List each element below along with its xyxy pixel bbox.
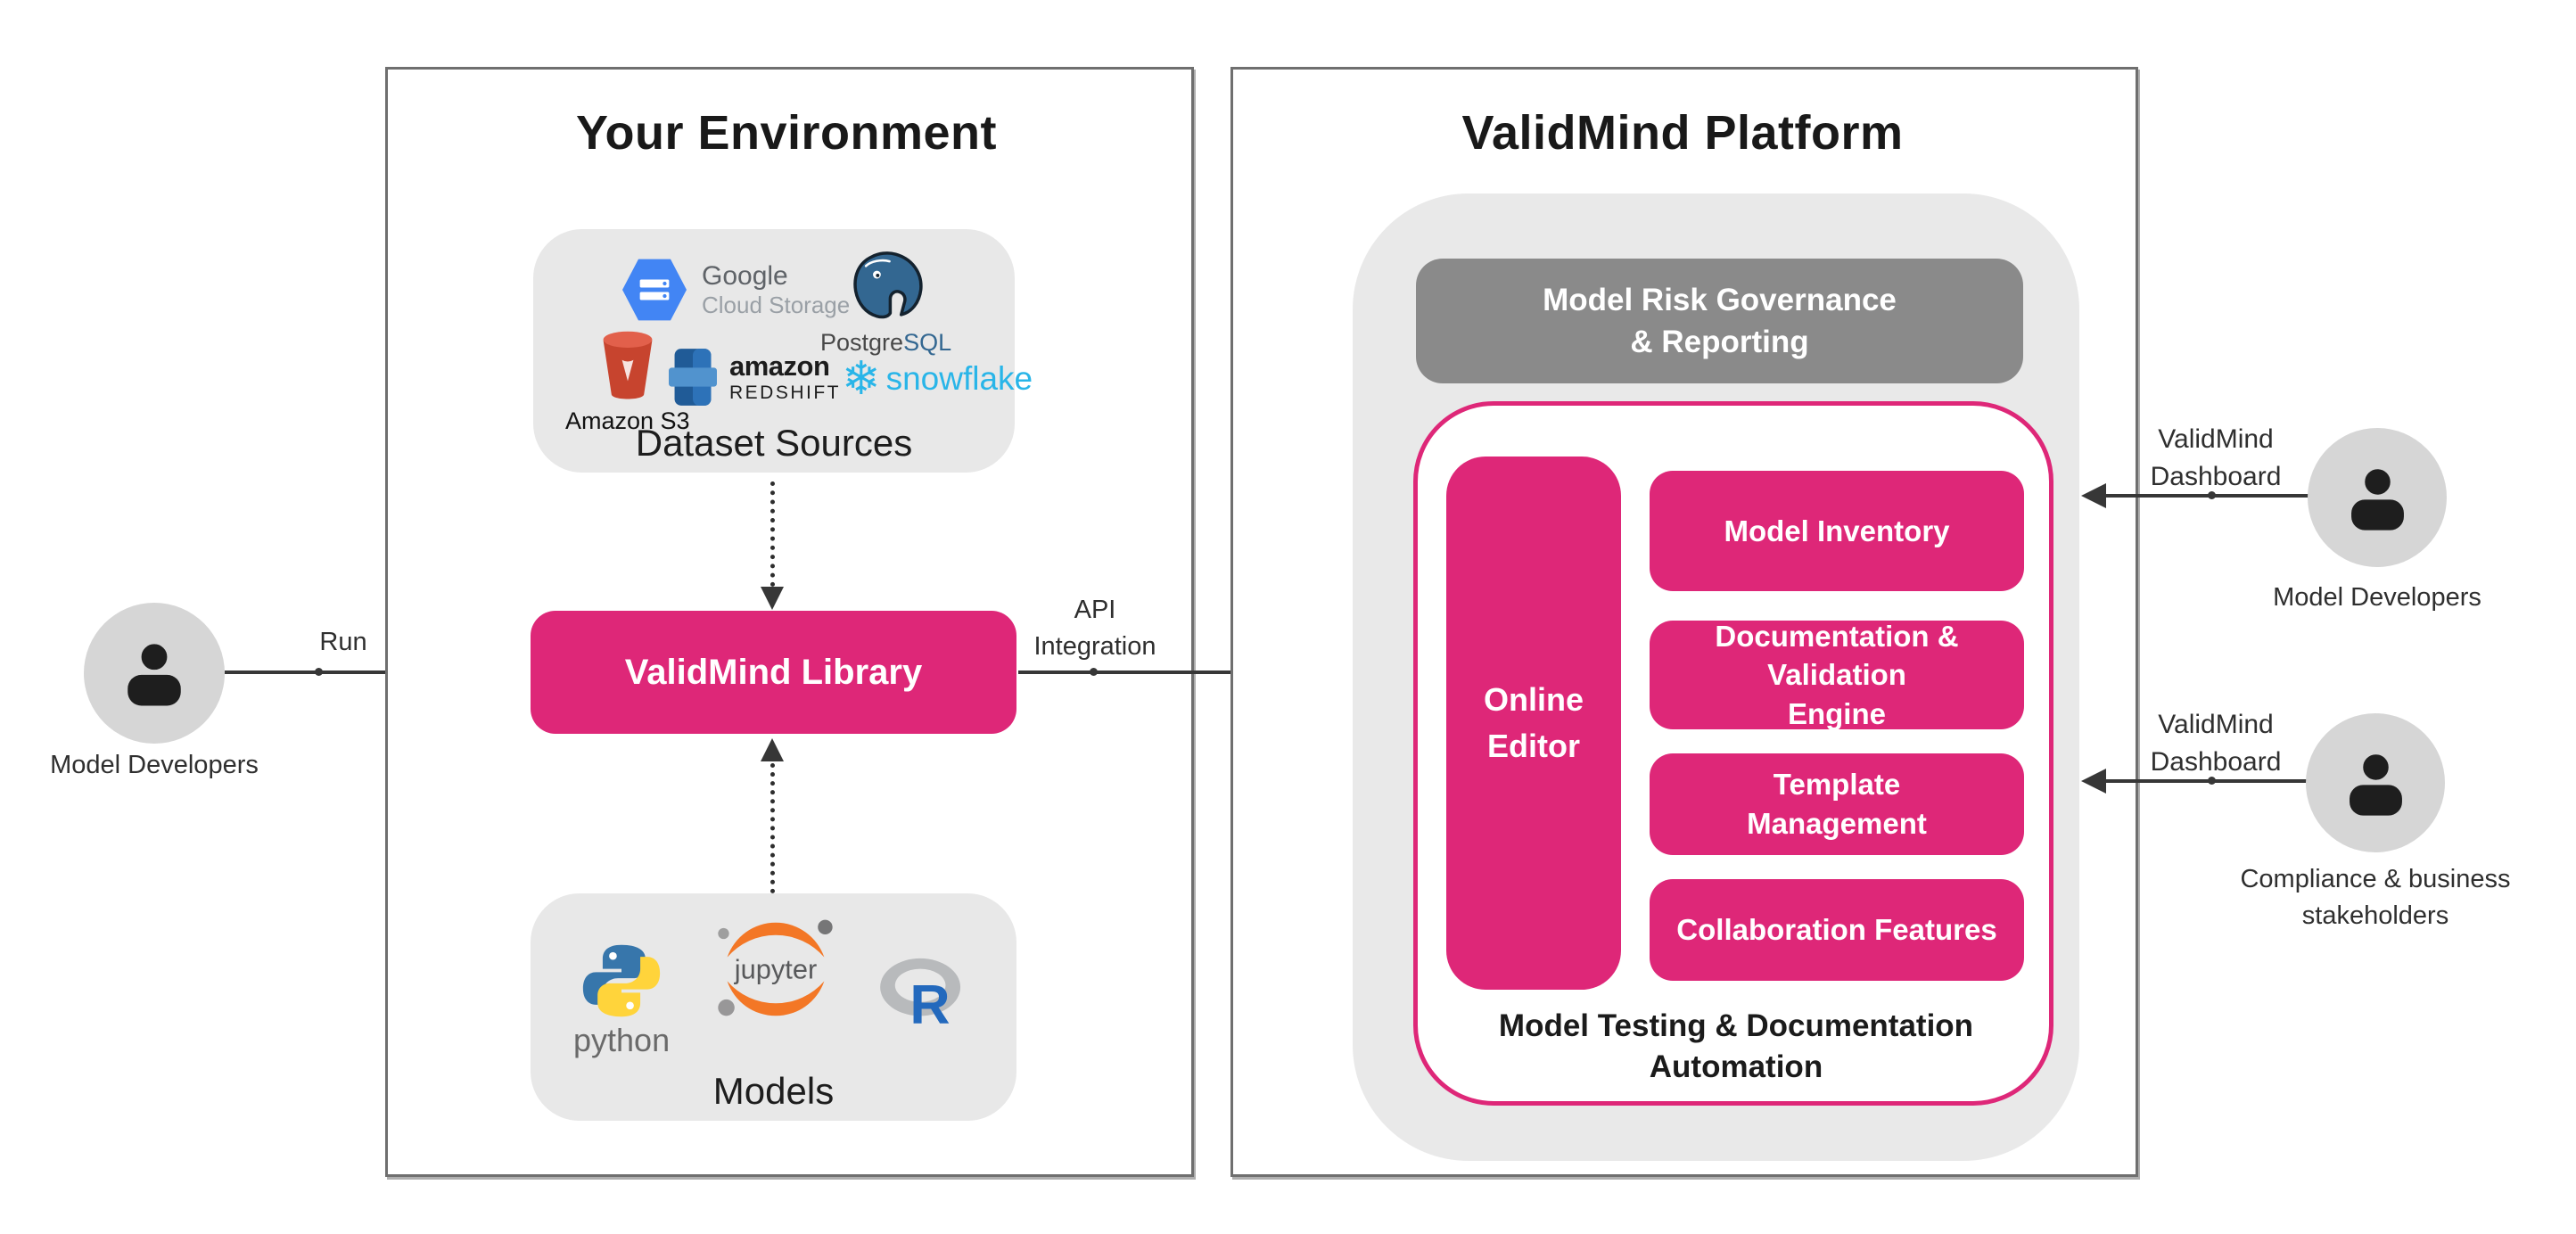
feature-2-line1: Template bbox=[1773, 768, 1901, 802]
run-arrow-line bbox=[225, 670, 512, 674]
dataset-to-library-arrowhead-icon bbox=[761, 587, 784, 610]
amazon-s3-label: Amazon S3 bbox=[565, 407, 690, 434]
dashboard-connector-label-1: ValidMind Dashboard bbox=[2122, 421, 2309, 496]
r-icon: R bbox=[880, 958, 961, 1036]
online-editor-box: Online Editor bbox=[1446, 457, 1621, 990]
dashboard-arrowhead-1-icon bbox=[2081, 483, 2106, 508]
amazon-s3-icon bbox=[603, 331, 653, 399]
models-caption: Models bbox=[712, 1070, 835, 1112]
governance-line2: & Reporting bbox=[1630, 325, 1809, 359]
feature-1-line1: Documentation & Validation bbox=[1715, 619, 1959, 692]
python-logo: python bbox=[573, 940, 670, 1059]
amazon-s3-logo: Amazon S3 bbox=[565, 329, 690, 435]
r-logo: R bbox=[876, 954, 973, 1036]
right-actor-2-label-line2: stakeholders bbox=[2301, 901, 2449, 930]
dashboard-arrow-line-1 bbox=[2104, 494, 2309, 498]
dashboard-junction-dot-2 bbox=[2208, 777, 2216, 785]
your-environment-title: Your Environment bbox=[575, 106, 998, 160]
api-integration-label: API Integration bbox=[1006, 592, 1184, 664]
dataset-sources-box: Google Cloud Storage Postgre SQL Amazon … bbox=[533, 229, 1033, 473]
governance-line1: Model Risk Governance bbox=[1543, 282, 1897, 317]
left-model-developers-avatar bbox=[84, 603, 225, 744]
gcs-label-line2: Cloud Storage bbox=[702, 291, 851, 318]
models-to-library-arrowhead-icon bbox=[761, 738, 784, 761]
google-cloud-storage-icon bbox=[622, 259, 687, 321]
redshift-label-line1: amazon bbox=[729, 350, 830, 382]
person-icon bbox=[126, 640, 183, 708]
r-label: R bbox=[909, 974, 950, 1031]
amazon-redshift-logo: amazon REDSHIFT bbox=[669, 343, 841, 411]
api-label-line1: API bbox=[1074, 596, 1116, 624]
amazon-redshift-icon bbox=[669, 349, 717, 406]
right-actor-1-label-line1: Model Developers bbox=[2273, 583, 2481, 612]
postgresql-label-part2: SQL bbox=[903, 329, 952, 356]
dashboard-connector-label-2: ValidMind Dashboard bbox=[2122, 706, 2309, 781]
dashboard-1-line2: Dashboard bbox=[2150, 462, 2282, 491]
jupyter-logo: jupyter bbox=[707, 917, 844, 1024]
dashboard-2-line2: Dashboard bbox=[2150, 747, 2282, 777]
run-label: Run bbox=[319, 628, 367, 656]
python-label: python bbox=[573, 1022, 671, 1058]
python-icon bbox=[582, 944, 661, 1017]
right-actor-2-label-line1: Compliance & business bbox=[2240, 865, 2511, 893]
api-label-line2: Integration bbox=[1033, 631, 1156, 661]
dataset-to-library-dotted-line bbox=[770, 481, 775, 587]
feature-1-line2: Engine bbox=[1787, 696, 1886, 730]
gcs-label-line1: Google bbox=[702, 260, 788, 291]
feature-documentation-validation-engine: Documentation & Validation Engine bbox=[1650, 620, 2024, 730]
validmind-library-label: ValidMind Library bbox=[624, 652, 923, 692]
google-cloud-storage-logo: Google Cloud Storage bbox=[618, 258, 850, 322]
feature-collaboration-features: Collaboration Features bbox=[1650, 879, 2024, 981]
person-icon bbox=[2347, 750, 2404, 817]
feature-3-line1: Collaboration Features bbox=[1676, 913, 1997, 947]
postgresql-icon bbox=[852, 251, 923, 319]
redshift-label-line2: REDSHIFT bbox=[729, 383, 841, 403]
online-editor-line1: Online bbox=[1483, 680, 1584, 718]
jupyter-label: jupyter bbox=[734, 953, 817, 984]
right-model-developers-avatar bbox=[2308, 428, 2447, 567]
online-editor-line2: Editor bbox=[1487, 728, 1580, 764]
api-arrow-line bbox=[1018, 670, 1334, 674]
feature-0-line1: Model Inventory bbox=[1724, 514, 1950, 547]
right-model-developers-label: Model Developers bbox=[2243, 580, 2511, 616]
model-risk-governance-box: Model Risk Governance & Reporting bbox=[1416, 259, 2023, 383]
dashboard-arrowhead-2-icon bbox=[2081, 769, 2106, 794]
snowflake-label: snowflake bbox=[885, 360, 1033, 397]
dashboard-1-line1: ValidMind bbox=[2158, 424, 2274, 454]
api-arrow-junction-dot bbox=[1090, 668, 1098, 676]
left-actor-label: Model Developers bbox=[50, 751, 259, 779]
compliance-stakeholders-avatar bbox=[2306, 713, 2445, 852]
snowflake-logo: ❄ snowflake bbox=[842, 352, 1033, 406]
dashboard-2-line1: ValidMind bbox=[2158, 710, 2274, 739]
compliance-stakeholders-label: Compliance & business stakeholders bbox=[2206, 861, 2545, 934]
validmind-library-box: ValidMind Library bbox=[531, 611, 1016, 734]
models-to-library-dotted-line bbox=[770, 763, 775, 893]
models-box: python jupyter R Models bbox=[531, 893, 1016, 1121]
feature-2-line2: Management bbox=[1747, 807, 1927, 840]
run-arrow-junction-dot bbox=[315, 668, 323, 676]
jupyter-icon: jupyter bbox=[718, 919, 833, 1016]
dataset-sources-caption: Dataset Sources bbox=[635, 422, 913, 464]
automation-caption: Model Testing & Documentation Automation bbox=[1451, 1006, 2021, 1087]
validmind-platform-title: ValidMind Platform bbox=[1461, 106, 1904, 160]
dashboard-arrow-line-2 bbox=[2104, 779, 2308, 783]
dashboard-junction-dot-1 bbox=[2208, 491, 2216, 499]
automation-caption-line2: Automation bbox=[1649, 1049, 1823, 1084]
postgresql-logo: Postgre SQL bbox=[820, 249, 951, 357]
automation-caption-line1: Model Testing & Documentation bbox=[1498, 1008, 1974, 1043]
feature-model-inventory: Model Inventory bbox=[1650, 471, 2024, 591]
feature-template-management: Template Management bbox=[1650, 753, 2024, 855]
snowflake-icon: ❄ bbox=[842, 353, 881, 405]
postgresql-label-part1: Postgre bbox=[820, 329, 904, 356]
person-icon bbox=[2349, 465, 2406, 531]
